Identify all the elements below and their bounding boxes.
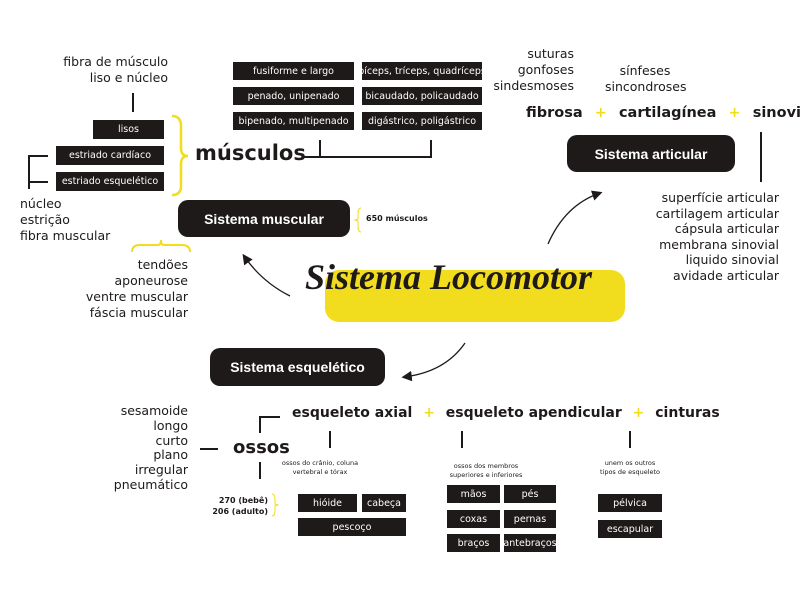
muscles-heading: músculos: [195, 141, 306, 165]
apendicular-box: coxas: [447, 510, 500, 528]
apendicular-box: antebraços: [503, 534, 557, 552]
axial-box: hióide: [298, 494, 357, 512]
shape-box: fusiforme e largo: [233, 62, 354, 80]
divider: [28, 181, 48, 183]
divider: [303, 156, 432, 158]
cintura-box: pélvica: [598, 494, 662, 512]
divider: [329, 431, 331, 448]
muscle-parts: tendões aponeurose ventre muscular fásci…: [85, 257, 188, 320]
yellow-brace-count: [353, 207, 362, 233]
arrow-to-articular: [547, 190, 603, 245]
axial-box: pescoço: [298, 518, 406, 536]
muscle-type-box: estriado cardíaco: [56, 146, 164, 165]
divider: [259, 416, 261, 433]
divider: [28, 155, 30, 189]
bone-counts: 270 (bebê) 206 (adulto): [212, 496, 268, 516]
apendicular-box: braços: [447, 534, 500, 552]
cartilaginea-items: sínfeses sincondroses: [605, 63, 687, 94]
yellow-brace-types: [171, 114, 189, 197]
cinturas-caption: unem os outros tipos de esqueleto: [599, 459, 661, 476]
main-title: Sistema Locomotor: [305, 257, 592, 297]
divider: [319, 140, 321, 157]
apendicular-box: mãos: [447, 485, 500, 503]
estriado-note: núcleo estrição fibra muscular: [20, 196, 111, 243]
cintura-box: escapular: [598, 520, 662, 538]
muscle-type-box: lisos: [93, 120, 164, 139]
apendicular-box: pernas: [504, 510, 556, 528]
divider: [461, 431, 463, 448]
yellow-brace-bones: [271, 493, 280, 517]
divider: [430, 140, 432, 157]
divider: [28, 155, 48, 157]
axial-caption: ossos do crânio, coluna vertebral e tóra…: [281, 459, 359, 476]
yellow-brace-parts: [131, 239, 191, 253]
sistema-articular-node: Sistema articular: [567, 135, 735, 172]
name-box: bicaudado, policaudado: [362, 87, 482, 105]
name-box: bíceps, tríceps, quadríceps: [358, 62, 486, 80]
arrow-to-muscular: [242, 253, 291, 297]
apendicular-caption: ossos dos membros superiores e inferiore…: [449, 462, 523, 479]
title-highlight: [325, 270, 625, 322]
muscle-type-box: estriado esquelético: [56, 172, 164, 191]
bone-types: sesamoide longo curto plano irregular pn…: [113, 403, 188, 492]
arrow-to-esqueletico: [401, 342, 466, 382]
joint-types: fibrosa + cartilagínea + sinoviais: [526, 105, 800, 121]
name-box: digástrico, poligástrico: [362, 112, 482, 130]
divider: [760, 132, 762, 182]
sinoviais-items: superfície articular cartilagem articula…: [655, 190, 779, 283]
divider: [132, 93, 134, 112]
sistema-esqueletico-node: Sistema esquelético: [210, 348, 385, 386]
shape-box: penado, unipenado: [233, 87, 354, 105]
sistema-muscular-node: Sistema muscular: [178, 200, 350, 237]
muscle-count: 650 músculos: [366, 214, 428, 223]
divider: [200, 448, 218, 450]
divider: [259, 416, 280, 418]
shape-box: bipenado, multipenado: [233, 112, 354, 130]
axial-box: cabeça: [362, 494, 406, 512]
divider: [629, 431, 631, 448]
bones-heading: ossos: [233, 437, 290, 458]
divider: [259, 462, 261, 479]
skeleton-divisions: esqueleto axial + esqueleto apendicular …: [292, 405, 720, 421]
apendicular-box: pés: [504, 485, 556, 503]
fibrosa-items: suturas gonfoses sindesmoses: [493, 46, 574, 93]
liso-note: fibra de músculo liso e núcleo: [63, 54, 168, 85]
